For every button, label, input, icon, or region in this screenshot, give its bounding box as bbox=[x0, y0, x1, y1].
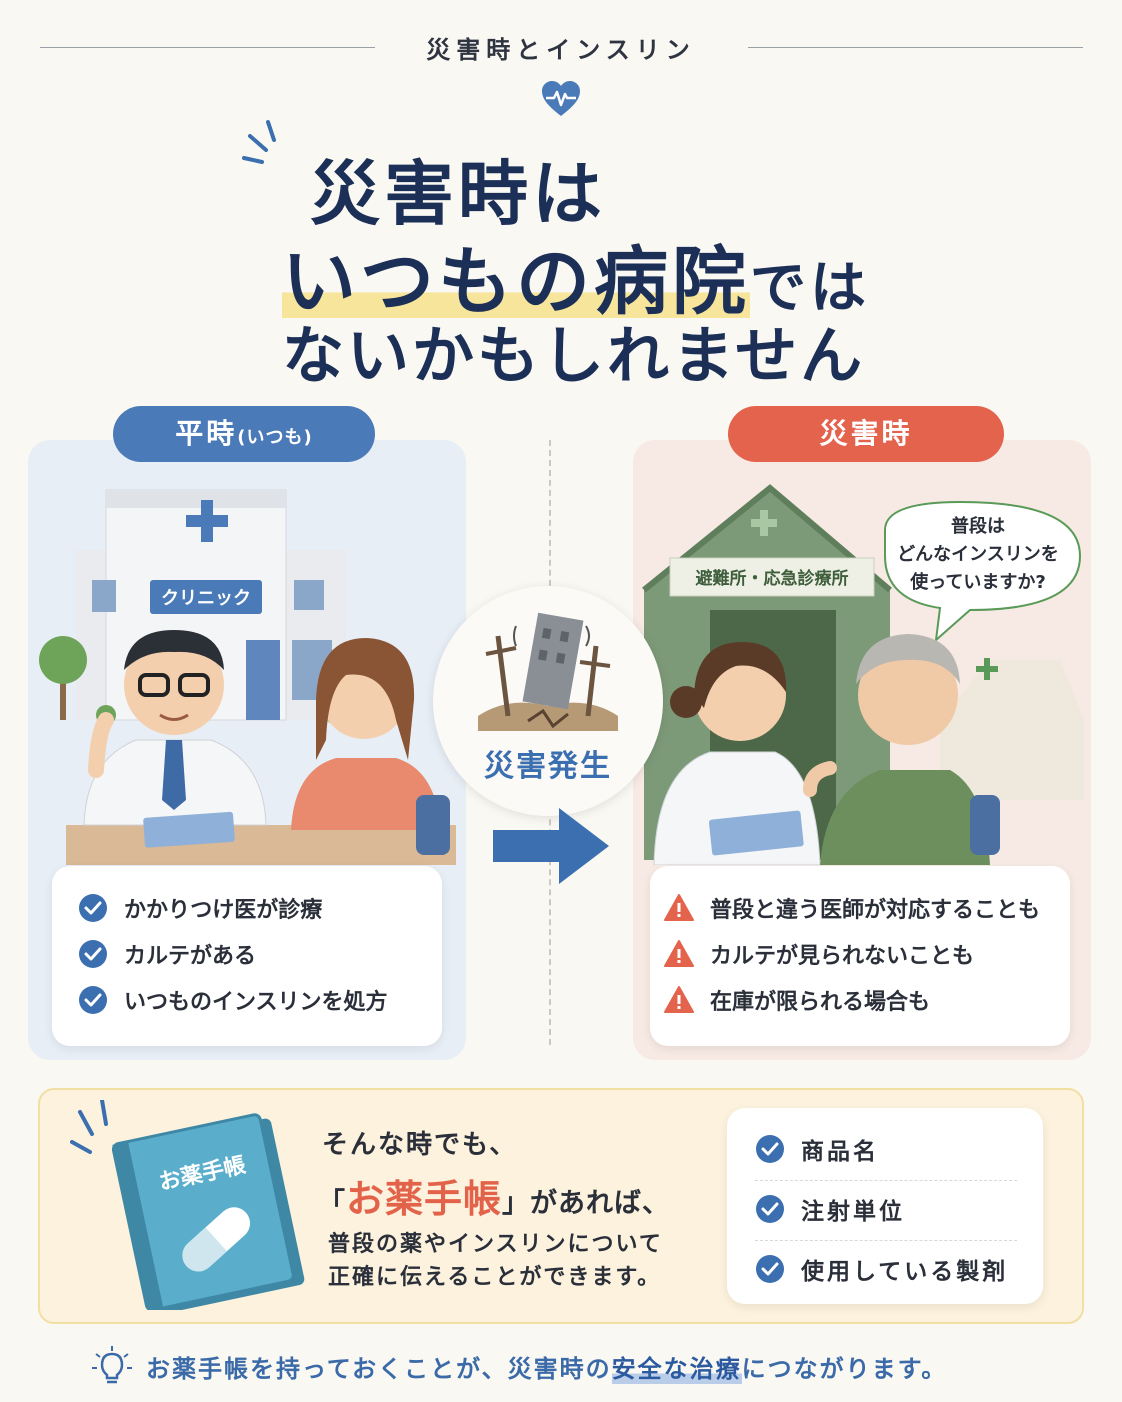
speech-bubble bbox=[884, 500, 1082, 643]
heart-pulse-icon bbox=[542, 81, 580, 116]
headline-emphasis: いつもの病院 bbox=[282, 239, 750, 325]
notebook-emphasis: お薬手帳 bbox=[346, 1177, 503, 1221]
clinic-sign-text: クリニック bbox=[161, 588, 251, 609]
bubble-line-2: どんなインスリンを bbox=[897, 544, 1059, 565]
normal-label-pill: 平時(いつも) bbox=[113, 406, 375, 462]
list-item: かかりつけ医が診療 bbox=[78, 892, 322, 924]
headline-line-3: ないかもしれません bbox=[282, 319, 866, 392]
list-item: 商品名 bbox=[755, 1132, 879, 1166]
list-item-text: 注射単位 bbox=[801, 1199, 905, 1225]
footer-message: お薬手帳を持っておくことが、災害時の安全な治療につながります。 bbox=[90, 1344, 947, 1388]
list-item-text: 普段と違う医師が対応することも bbox=[710, 898, 1041, 923]
tent-sign-text: 避難所・応急診療所 bbox=[696, 568, 849, 589]
footer-text-pre: お薬手帳を持っておくことが、災害時の bbox=[146, 1354, 612, 1383]
list-item: 注射単位 bbox=[755, 1192, 905, 1226]
list-item: カルテが見られないことも bbox=[664, 938, 974, 970]
header-rule-left bbox=[40, 47, 375, 48]
shelter-scene-illustration: 避難所・応急診療所 普段は どんなインスリンを 使っていますか? bbox=[642, 484, 1084, 865]
list-item-text: 使用している製剤 bbox=[801, 1259, 1009, 1285]
header-rule-right bbox=[748, 47, 1083, 48]
disaster-occurrence-circle: 災害発生 bbox=[433, 586, 663, 816]
check-circle-icon bbox=[79, 894, 107, 922]
lightbulb-icon bbox=[92, 1346, 132, 1384]
separator bbox=[755, 1240, 1017, 1241]
list-item: カルテがある bbox=[78, 938, 256, 970]
arrow-right-icon bbox=[493, 808, 609, 884]
list-item-text: カルテがある bbox=[124, 944, 257, 969]
warning-icon bbox=[664, 986, 694, 1013]
check-circle-icon bbox=[756, 1255, 784, 1283]
headline-line-1: 災害時は bbox=[310, 153, 606, 235]
list-item-text: かかりつけ医が診療 bbox=[124, 898, 323, 923]
bubble-line-3: 使っていますか? bbox=[909, 572, 1046, 593]
check-circle-icon bbox=[756, 1135, 784, 1163]
tent-sign bbox=[669, 557, 875, 597]
normal-label: 平時 bbox=[175, 417, 238, 450]
disaster-occurrence-label: 災害発生 bbox=[484, 749, 612, 784]
list-item-text: 商品名 bbox=[801, 1139, 879, 1165]
notebook-line-2: 「お薬手帳」があれば、 bbox=[318, 1168, 670, 1223]
notebook-description: 普段の薬やインスリンについて正確に伝えることができます。 bbox=[328, 1228, 663, 1294]
disaster-label-pill: 災害時 bbox=[728, 406, 1004, 462]
elder-face bbox=[858, 645, 958, 745]
notebook-line-3: 普段の薬やインスリンについて bbox=[328, 1232, 663, 1257]
list-item: 普段と違う医師が対応することも bbox=[664, 892, 1040, 924]
notebook-line-1: そんな時でも、 bbox=[322, 1130, 518, 1160]
doctor-face bbox=[124, 635, 224, 735]
list-item: 使用している製剤 bbox=[755, 1252, 1008, 1286]
notebook-line-4: 正確に伝えることができます。 bbox=[328, 1265, 662, 1290]
tree bbox=[39, 636, 87, 684]
list-item-text: 在庫が限られる場合も bbox=[710, 990, 931, 1015]
list-item: 在庫が限られる場合も bbox=[664, 984, 930, 1016]
white-tent bbox=[940, 660, 1084, 800]
disaster-list-card: 普段と違う医師が対応することも カルテが見られないことも 在庫が限られる場合も bbox=[650, 866, 1070, 1046]
footer-text-post: につながります。 bbox=[741, 1354, 948, 1383]
clinic-scene-illustration: クリニック bbox=[39, 489, 456, 865]
header-title: 災害時とインスリン bbox=[426, 36, 696, 64]
separator bbox=[755, 1180, 1017, 1181]
check-circle-icon bbox=[756, 1195, 784, 1223]
notebook-checklist-card: 商品名 注射単位 使用している製剤 bbox=[727, 1108, 1043, 1304]
medication-notebook-illustration: お薬手帳 bbox=[70, 1100, 305, 1310]
clinic-sign bbox=[150, 580, 262, 614]
list-item-text: いつものインスリンを処方 bbox=[124, 990, 388, 1015]
desk bbox=[66, 825, 456, 865]
sparkle-lines-icon bbox=[242, 120, 276, 164]
footer-emphasis: 安全な治療 bbox=[611, 1348, 742, 1384]
patient-cardigan bbox=[291, 758, 441, 830]
notebook-line-2-rest: 」があれば、 bbox=[502, 1188, 671, 1219]
list-item-text: カルテが見られないことも bbox=[710, 944, 975, 969]
headline-line-2: いつもの病院では bbox=[282, 222, 870, 329]
elder-sweater bbox=[820, 770, 990, 865]
earthquake-icon bbox=[478, 612, 618, 731]
warning-icon bbox=[664, 940, 694, 967]
list-item: いつものインスリンを処方 bbox=[78, 984, 388, 1016]
warning-icon bbox=[664, 894, 694, 921]
check-circle-icon bbox=[79, 940, 107, 968]
notebook-quote-open: 「 bbox=[318, 1188, 346, 1219]
headline-line-2-rest: では bbox=[750, 256, 870, 321]
check-circle-icon bbox=[79, 986, 107, 1014]
normal-label-sub: (いつも) bbox=[237, 427, 313, 448]
normal-list-card: かかりつけ医が診療 カルテがある いつものインスリンを処方 bbox=[52, 866, 442, 1046]
bubble-line-1: 普段は bbox=[951, 515, 1005, 537]
